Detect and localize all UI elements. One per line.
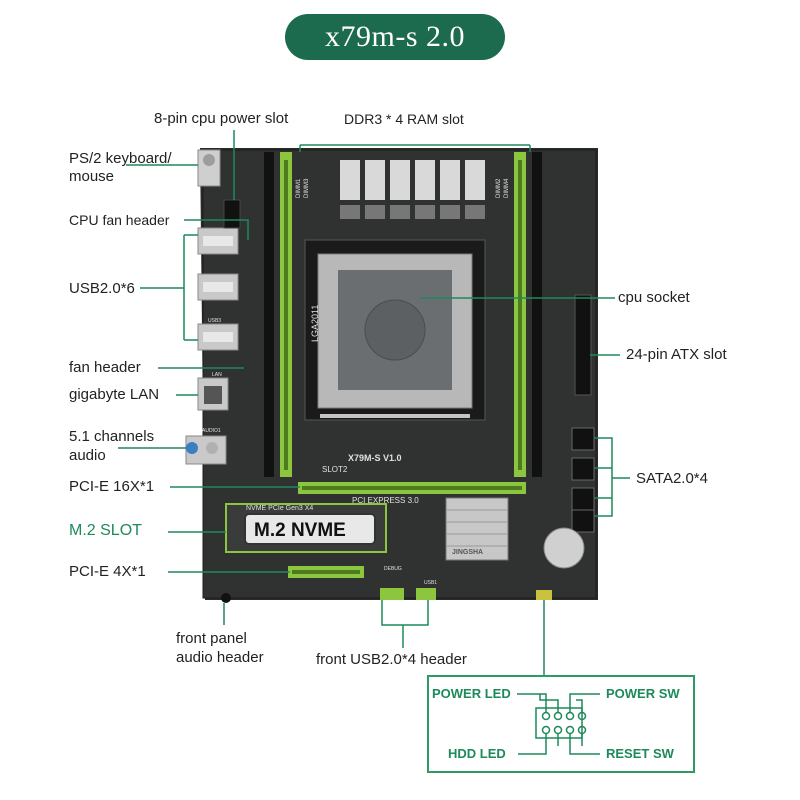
sata-port-1	[571, 427, 595, 451]
label-m2: M.2 SLOT	[69, 522, 142, 539]
dimm3-silk: DIMM3	[304, 178, 310, 198]
label-cpu-power: 8-pin cpu power slot	[154, 110, 289, 127]
sata-port-3	[571, 487, 595, 511]
label-audio-line2: audio	[69, 447, 106, 464]
nvme-silk: NVME PCIe Gen3 X4	[246, 505, 313, 512]
dimm2-silk: DIMM2	[496, 178, 502, 198]
front-panel-pinout	[517, 693, 600, 755]
label-reset-sw: RESET SW	[606, 746, 674, 761]
socket-silk: LGA2011	[310, 305, 320, 342]
label-sata: SATA2.0*4	[636, 470, 708, 487]
label-front-audio-line2: audio header	[176, 649, 264, 666]
label-ram: DDR3 * 4 RAM slot	[344, 111, 464, 127]
label-atx: 24-pin ATX slot	[626, 346, 727, 363]
chipset-heatsink	[445, 497, 509, 561]
ram-slot-1	[264, 152, 274, 477]
label-power-led: POWER LED	[432, 686, 511, 701]
front-audio-header	[221, 593, 231, 603]
m2-badge-text: M.2 NVME	[254, 520, 346, 541]
sata-port-4	[571, 509, 595, 533]
label-usb: USB2.0*6	[69, 280, 135, 297]
lan-silk: LAN	[212, 372, 222, 378]
usb3-silk: USB3	[208, 318, 221, 324]
label-pcie4: PCI-E 4X*1	[69, 563, 146, 580]
label-ps2-line2: mouse	[69, 168, 115, 185]
page-title: x79m-s 2.0	[325, 20, 465, 53]
dimm1-silk: DIMM1	[296, 178, 302, 198]
front-panel-box	[427, 675, 695, 773]
label-power-sw: POWER SW	[606, 686, 680, 701]
usb1-silk: USB1	[424, 580, 437, 586]
label-hdd-led: HDD LED	[448, 746, 506, 761]
front-usb-header-2	[416, 588, 436, 600]
title-badge: x79m-s 2.0	[285, 14, 505, 60]
label-fan: fan header	[69, 359, 141, 376]
ram-slot-4	[532, 152, 542, 477]
atx-connector	[574, 294, 592, 396]
callout-lines	[118, 130, 630, 675]
sata-port-2	[571, 457, 595, 481]
vrm-heatsinks	[340, 160, 485, 219]
label-front-usb: front USB2.0*4 header	[316, 651, 467, 668]
model-silk: X79M-S V1.0	[348, 453, 402, 463]
pci-express-silk: PCI EXPRESS 3.0	[352, 496, 419, 505]
slot-silk: SLOT2	[322, 465, 348, 474]
label-front-audio-line1: front panel	[176, 630, 247, 647]
label-pcie16: PCI-E 16X*1	[69, 478, 155, 495]
front-usb-header-1	[380, 588, 404, 600]
m2-badge	[244, 513, 376, 545]
label-ps2-line1: PS/2 keyboard/	[69, 150, 172, 167]
audio-silk: AUDIO1	[202, 428, 221, 434]
brand-silk: JINGSHA	[452, 549, 483, 556]
label-cpu-socket: cpu socket	[618, 289, 690, 306]
cpu-power-connector	[223, 199, 241, 229]
dimm4-silk: DIMM4	[504, 178, 510, 198]
label-cpu-fan: CPU fan header	[69, 212, 170, 228]
debug-silk: DEBUG	[384, 566, 402, 572]
cmos-battery	[543, 527, 585, 569]
label-lan: gigabyte LAN	[69, 386, 160, 403]
label-audio-line1: 5.1 channels	[69, 428, 155, 445]
front-panel-header	[536, 590, 552, 600]
